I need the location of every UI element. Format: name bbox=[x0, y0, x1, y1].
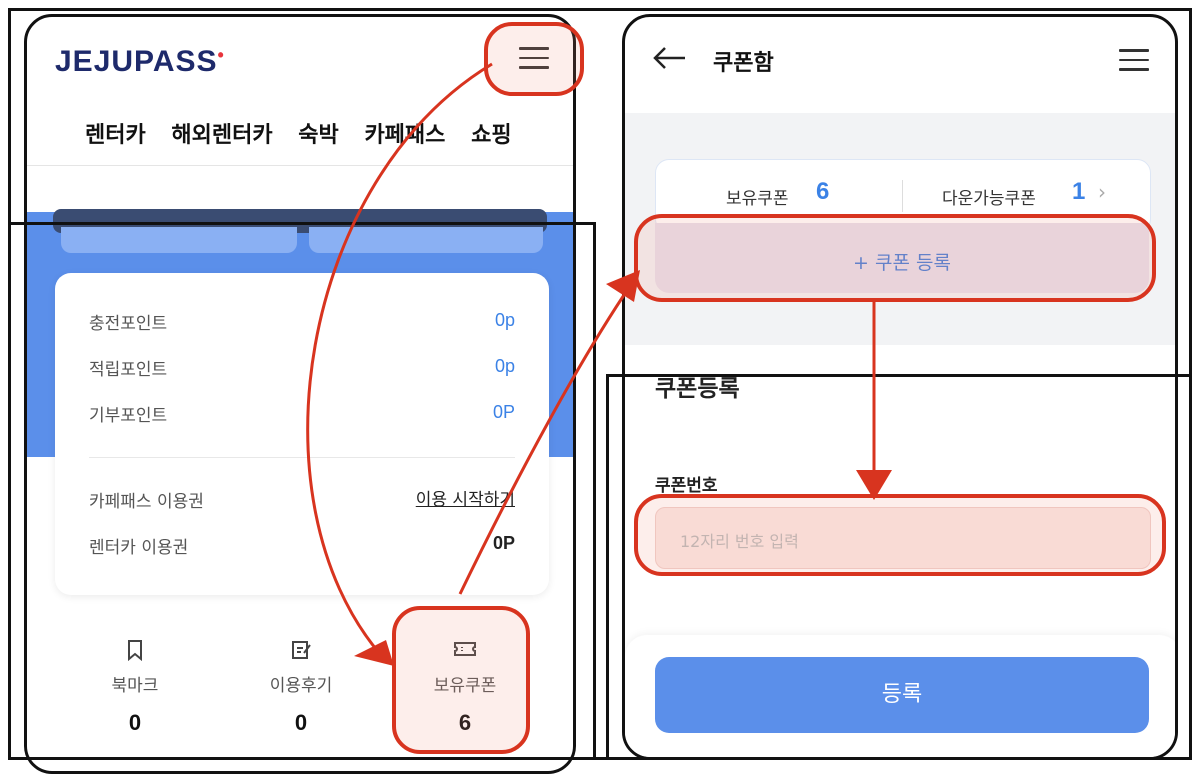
highlight-menu bbox=[484, 22, 584, 96]
right-phone-screen: 쿠폰함 보유쿠폰 6 다운가능쿠폰 1 › + 쿠폰 등록 쿠폰등록 쿠폰번호 … bbox=[622, 14, 1178, 760]
coupon-tabs: 보유쿠폰 6 다운가능쿠폰 1 › bbox=[655, 159, 1151, 233]
earned-point-value: 0p bbox=[494, 356, 515, 376]
stat-label: 북마크 bbox=[111, 676, 159, 696]
stat-review[interactable]: 이용후기 0 bbox=[241, 639, 361, 736]
arrowhead-3 bbox=[856, 470, 892, 500]
add-coupon-button[interactable]: + 쿠폰 등록 bbox=[655, 223, 1149, 293]
stat-label: 보유쿠폰 bbox=[433, 676, 497, 696]
downloadable-coupon-label[interactable]: 다운가능쿠폰 bbox=[942, 189, 1036, 209]
coupon-number-placeholder: 12자리 번호 입력 bbox=[680, 532, 799, 551]
profile-pill-left[interactable] bbox=[61, 227, 297, 253]
card-divider bbox=[89, 457, 515, 458]
bookmark-icon bbox=[75, 639, 195, 667]
rentcar-pass-label: 렌터카 이용권 bbox=[89, 538, 189, 558]
coupon-number-input[interactable]: 12자리 번호 입력 bbox=[655, 507, 1151, 569]
coupon-number-label: 쿠폰번호 bbox=[655, 476, 718, 496]
nav-item-overseas-rentcar[interactable]: 해외렌터카 bbox=[171, 123, 273, 148]
highlight-coupon-input bbox=[634, 494, 1166, 576]
stat-label: 이용후기 bbox=[269, 676, 333, 696]
donation-point-label: 기부포인트 bbox=[89, 406, 168, 426]
nav-item-stay[interactable]: 숙박 bbox=[298, 123, 339, 148]
downloadable-coupon-count: 1 bbox=[1072, 178, 1086, 205]
arrow-coupon-to-register bbox=[458, 285, 632, 595]
charge-point-label: 충전포인트 bbox=[89, 314, 168, 334]
earned-point-label: 적립포인트 bbox=[89, 360, 168, 380]
tab-separator bbox=[902, 180, 903, 212]
stat-value: 0 bbox=[294, 710, 308, 735]
page-title: 쿠폰함 bbox=[713, 51, 774, 76]
owned-coupon-label[interactable]: 보유쿠폰 bbox=[726, 189, 789, 209]
owned-coupon-count: 6 bbox=[816, 178, 830, 205]
highlight-coupon-stat bbox=[392, 606, 530, 754]
nav-item-cafepass[interactable]: 카페패스 bbox=[364, 123, 446, 148]
stat-value: 6 bbox=[458, 710, 472, 735]
arrow-menu-to-coupon bbox=[306, 62, 493, 655]
arrowhead-2 bbox=[606, 270, 640, 302]
review-icon bbox=[241, 639, 361, 667]
nav-item-rentcar[interactable]: 렌터카 bbox=[85, 123, 146, 148]
chevron-right-icon[interactable]: › bbox=[1098, 180, 1106, 204]
profile-pill-right[interactable] bbox=[309, 227, 543, 253]
coupon-icon bbox=[405, 639, 525, 667]
nav-item-shopping[interactable]: 쇼핑 bbox=[471, 123, 512, 148]
stat-coupon[interactable]: 보유쿠폰 6 bbox=[405, 639, 525, 736]
stat-value: 0 bbox=[128, 710, 142, 735]
category-nav: 렌터카 해외렌터카 숙박 카페패스 쇼핑 bbox=[85, 117, 530, 149]
section-title: 쿠폰등록 bbox=[655, 376, 740, 402]
stat-bookmark[interactable]: 북마크 0 bbox=[75, 639, 195, 736]
back-arrow-icon[interactable] bbox=[651, 43, 687, 78]
jejupass-logo[interactable]: JEJUPASS• bbox=[55, 45, 225, 78]
arrowhead-1 bbox=[354, 640, 394, 666]
points-card: 충전포인트 0p 적립포인트 0p 기부포인트 0P 카페패스 이용권 이용 시… bbox=[55, 273, 549, 595]
donation-point-value: 0P bbox=[492, 402, 515, 422]
divider bbox=[27, 165, 573, 166]
start-cafepass-link[interactable]: 이용 시작하기 bbox=[415, 490, 515, 510]
menu-icon[interactable] bbox=[519, 47, 549, 69]
highlight-add-coupon bbox=[634, 214, 1156, 302]
register-submit-button[interactable]: 등록 bbox=[655, 657, 1149, 733]
cafepass-label: 카페패스 이용권 bbox=[89, 492, 204, 512]
left-phone-screen: JEJUPASS• 렌터카 해외렌터카 숙박 카페패스 쇼핑 충전포인트 0p … bbox=[24, 14, 576, 774]
menu-icon[interactable] bbox=[1119, 49, 1149, 71]
rentcar-pass-value: 0P bbox=[492, 533, 515, 553]
outer-frame bbox=[8, 8, 1192, 760]
charge-point-value: 0p bbox=[494, 310, 515, 330]
